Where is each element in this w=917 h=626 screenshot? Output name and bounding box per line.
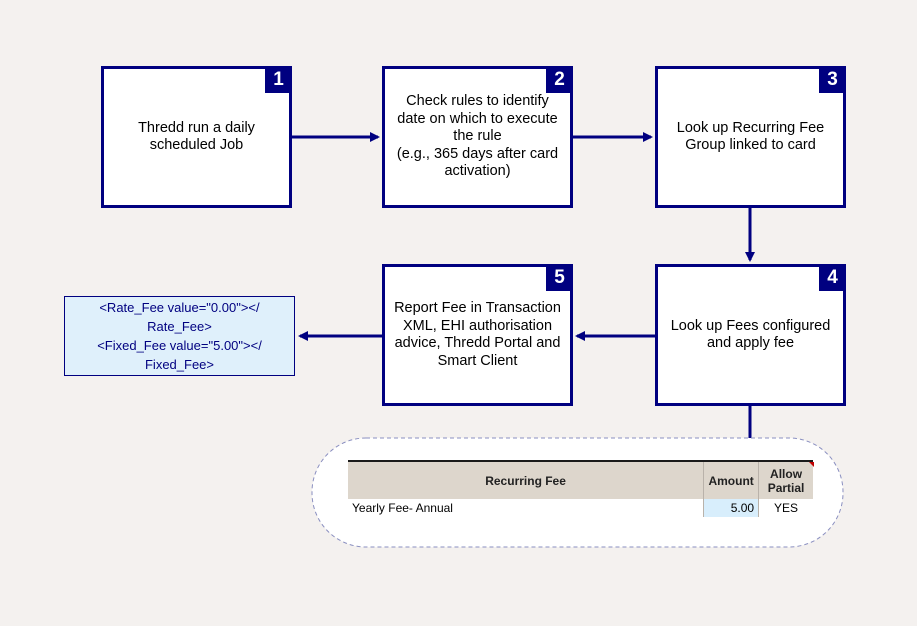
table-top-border xyxy=(348,460,813,462)
step-box-5: 5 Report Fee in Transaction XML, EHI aut… xyxy=(382,264,573,406)
step-box-3: 3 Look up Recurring Fee Group linked to … xyxy=(655,66,846,208)
amount-cell: 5.00 xyxy=(703,499,759,517)
step-number-badge: 5 xyxy=(546,264,573,291)
header-amount: Amount xyxy=(703,462,759,499)
step-box-2: 2 Check rules to identify date on which … xyxy=(382,66,573,208)
table-row: Yearly Fee- Annual 5.00 YES xyxy=(348,499,813,517)
step-number-badge: 4 xyxy=(819,264,846,291)
step-text: Check rules to identify date on which to… xyxy=(396,93,559,180)
step-box-4: 4 Look up Fees configured and apply fee xyxy=(655,264,846,406)
step-box-1: 1 Thredd run a daily scheduled Job xyxy=(101,66,292,208)
header-recurring-fee: Recurring Fee xyxy=(348,462,704,499)
step-number-badge: 1 xyxy=(265,66,292,93)
step-number-badge: 2 xyxy=(546,66,573,93)
step-text: Look up Recurring Fee Group linked to ca… xyxy=(676,119,825,154)
allow-partial-cell: YES xyxy=(758,499,813,517)
step-text: Look up Fees configured and apply fee xyxy=(670,317,831,352)
step-number-badge: 3 xyxy=(819,66,846,93)
header-allow-partial: Allow Partial xyxy=(758,462,813,499)
step-text: Report Fee in Transaction XML, EHI autho… xyxy=(394,300,561,369)
comment-indicator-icon xyxy=(809,462,814,467)
step-text: Thredd run a daily scheduled Job xyxy=(138,119,255,154)
fee-name-cell: Yearly Fee- Annual xyxy=(348,499,704,517)
recurring-fee-table: Recurring Fee Amount Allow Partial Yearl… xyxy=(348,462,813,517)
xml-output-box: <Rate_Fee value="0.00"></ Rate_Fee> <Fix… xyxy=(64,296,295,376)
